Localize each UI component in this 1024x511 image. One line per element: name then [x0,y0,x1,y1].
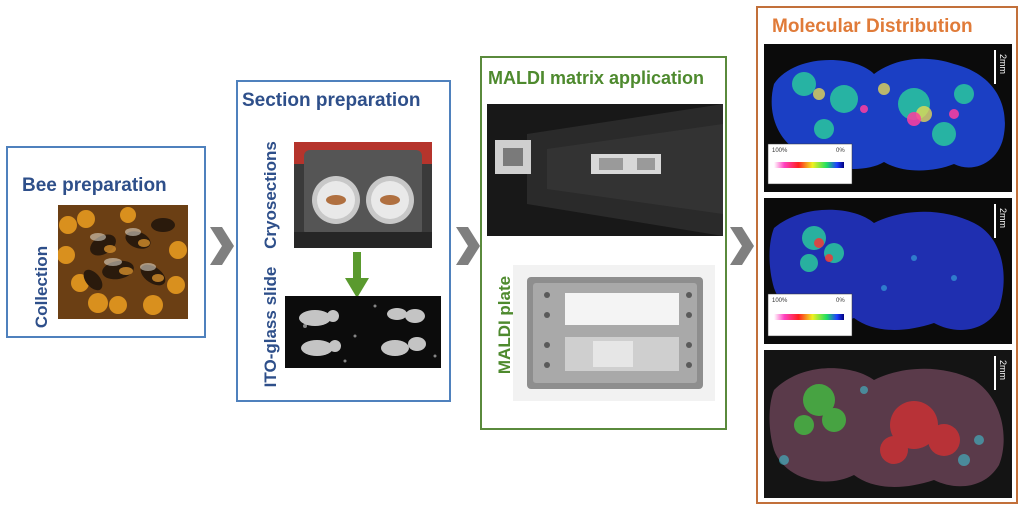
bee-photo [58,205,188,319]
molecular-image-2: 2mm 100% 0% [764,198,1012,344]
cryosections-photo [294,142,432,248]
colorbar-min-label: 0% [836,298,845,304]
maldi-plate-photo [513,265,715,401]
bee-preparation-panel: Bee preparation Collection [6,146,206,338]
section-preparation-title: Section preparation [242,90,421,111]
molecular-distribution-panel: Molecular Distribution [756,6,1018,504]
molecular-image-3: 2mm [764,350,1012,498]
scale-bar-label: 2mm [998,208,1008,228]
collection-label: Collection [32,245,51,329]
bee-preparation-title: Bee preparation [22,175,167,196]
ito-glass-slide-photo [285,296,441,368]
colorbar-max-label: 100% [772,148,788,154]
molecular-distribution-title: Molecular Distribution [772,16,973,37]
cryosections-label: Cryosections [261,141,280,249]
chevron-right-icon [210,227,234,265]
colorbar-min-label: 0% [836,148,845,154]
arrow-down-icon [345,252,369,298]
section-preparation-panel: Section preparation Cryosections ITO-gla… [236,80,451,402]
molecular-image-1: 2mm 100% 0% [764,44,1012,192]
scale-bar-label: 2mm [998,54,1008,74]
colorbar-max-label: 100% [772,298,788,304]
scale-bar-label: 2mm [998,360,1008,380]
maldi-matrix-application-title: MALDI matrix application [488,68,705,88]
ito-glass-slide-label: ITO-glass slide [261,266,280,388]
chevron-right-icon [730,227,754,265]
matrix-sprayer-photo [487,104,723,236]
chevron-right-icon [456,227,480,265]
maldi-matrix-application-panel: MALDI matrix application MALDI plate [480,56,727,430]
